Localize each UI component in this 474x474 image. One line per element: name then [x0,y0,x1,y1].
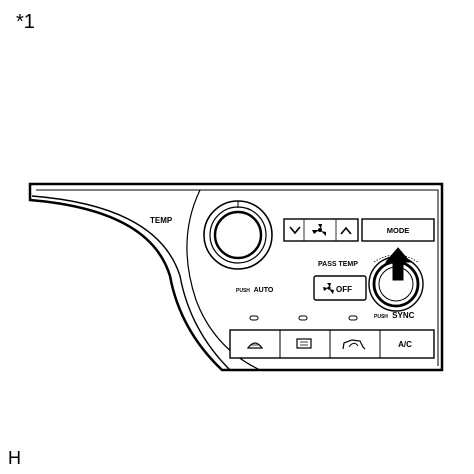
push-label-sync: PUSH [374,314,388,320]
fan-icon [312,224,326,236]
pointer-arrow [384,247,412,281]
passenger-temp-knob[interactable] [368,254,424,312]
front-defroster-icon [246,342,264,349]
recirculation-button[interactable] [342,339,366,350]
ac-button[interactable]: A/C [398,340,412,349]
auto-label: AUTO [254,287,274,294]
temp-label: TEMP [150,216,173,225]
callout-label: *1 [16,11,35,33]
panel-bezel-curve-outer [31,195,231,371]
push-auto-label: PUSH AUTO [236,287,274,294]
temp-knob[interactable] [203,200,273,270]
push-label: PUSH [236,288,250,294]
bottom-button-row [229,329,435,359]
front-defroster-button[interactable] [246,342,264,349]
fan-off-button[interactable]: OFF [313,275,367,301]
rear-defroster-button[interactable] [296,338,312,349]
fan-off-label: OFF [336,285,352,294]
push-sync-label: PUSH SYNC [374,311,415,320]
fan-down-chevron-icon[interactable] [289,226,301,235]
mode-button[interactable]: MODE [361,218,435,242]
rear-defroster-icon [296,338,312,349]
pass-temp-label: PASS TEMP [318,261,358,268]
fan-up-chevron-icon[interactable] [340,226,352,235]
sync-label: SYNC [392,311,414,320]
ac-label: A/C [398,340,412,349]
mode-label: MODE [387,226,410,235]
figure-code-label: H [8,448,21,468]
recirculation-icon [342,339,366,350]
fan-off-fan-icon [323,283,334,294]
panel-bezel-top [36,189,439,366]
fan-speed-rocker[interactable] [283,218,359,242]
indicator-lights [249,315,358,321]
